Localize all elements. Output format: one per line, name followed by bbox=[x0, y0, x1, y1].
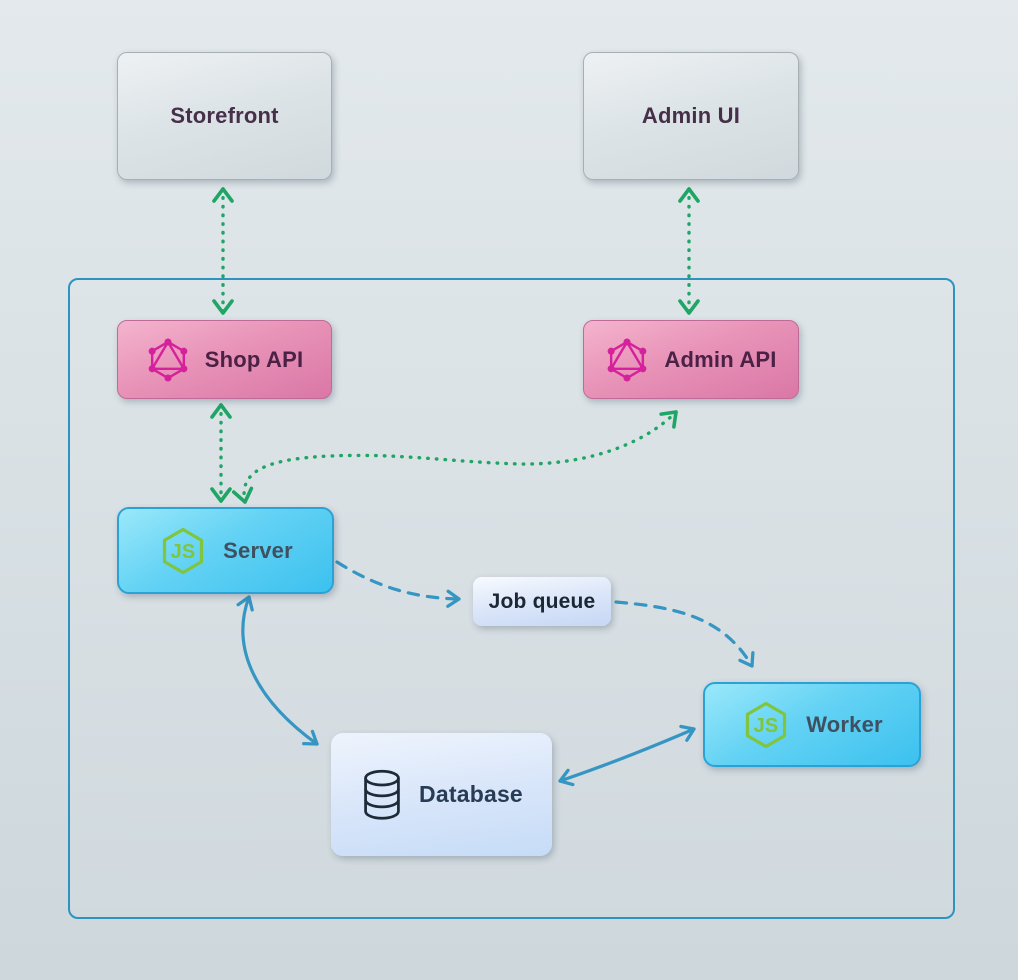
node-storefront: Storefront bbox=[117, 52, 332, 180]
node-job-queue-label: Job queue bbox=[488, 589, 596, 613]
node-shop-api: Shop API bbox=[117, 320, 332, 399]
nodejs-icon: JS bbox=[158, 526, 208, 576]
edge-server-adminapi bbox=[231, 410, 678, 504]
node-database-label: Database bbox=[419, 781, 523, 807]
node-admin-api: Admin API bbox=[583, 320, 799, 399]
node-database: Database bbox=[331, 733, 552, 856]
node-admin-ui: Admin UI bbox=[583, 52, 799, 180]
node-job-queue: Job queue bbox=[473, 577, 611, 626]
edge-database-worker bbox=[558, 724, 696, 787]
graphql-icon bbox=[146, 337, 190, 382]
node-server: JS Server bbox=[117, 507, 334, 594]
node-admin-ui-label: Admin UI bbox=[641, 103, 741, 128]
node-admin-api-label: Admin API bbox=[664, 346, 777, 372]
node-worker: JS Worker bbox=[703, 682, 921, 767]
graphql-icon bbox=[605, 337, 649, 382]
node-worker-label: Worker bbox=[806, 711, 883, 737]
node-shop-api-label: Shop API bbox=[204, 346, 304, 372]
database-icon bbox=[360, 769, 404, 821]
nodejs-icon: JS bbox=[741, 700, 791, 750]
svg-text:JS: JS bbox=[754, 715, 779, 737]
edge-server-jobqueue bbox=[335, 560, 461, 608]
edge-jobqueue-worker bbox=[614, 600, 755, 668]
node-server-label: Server bbox=[223, 537, 293, 563]
edge-server-database bbox=[236, 595, 319, 746]
svg-text:JS: JS bbox=[171, 541, 196, 563]
node-storefront-label: Storefront bbox=[170, 103, 279, 128]
